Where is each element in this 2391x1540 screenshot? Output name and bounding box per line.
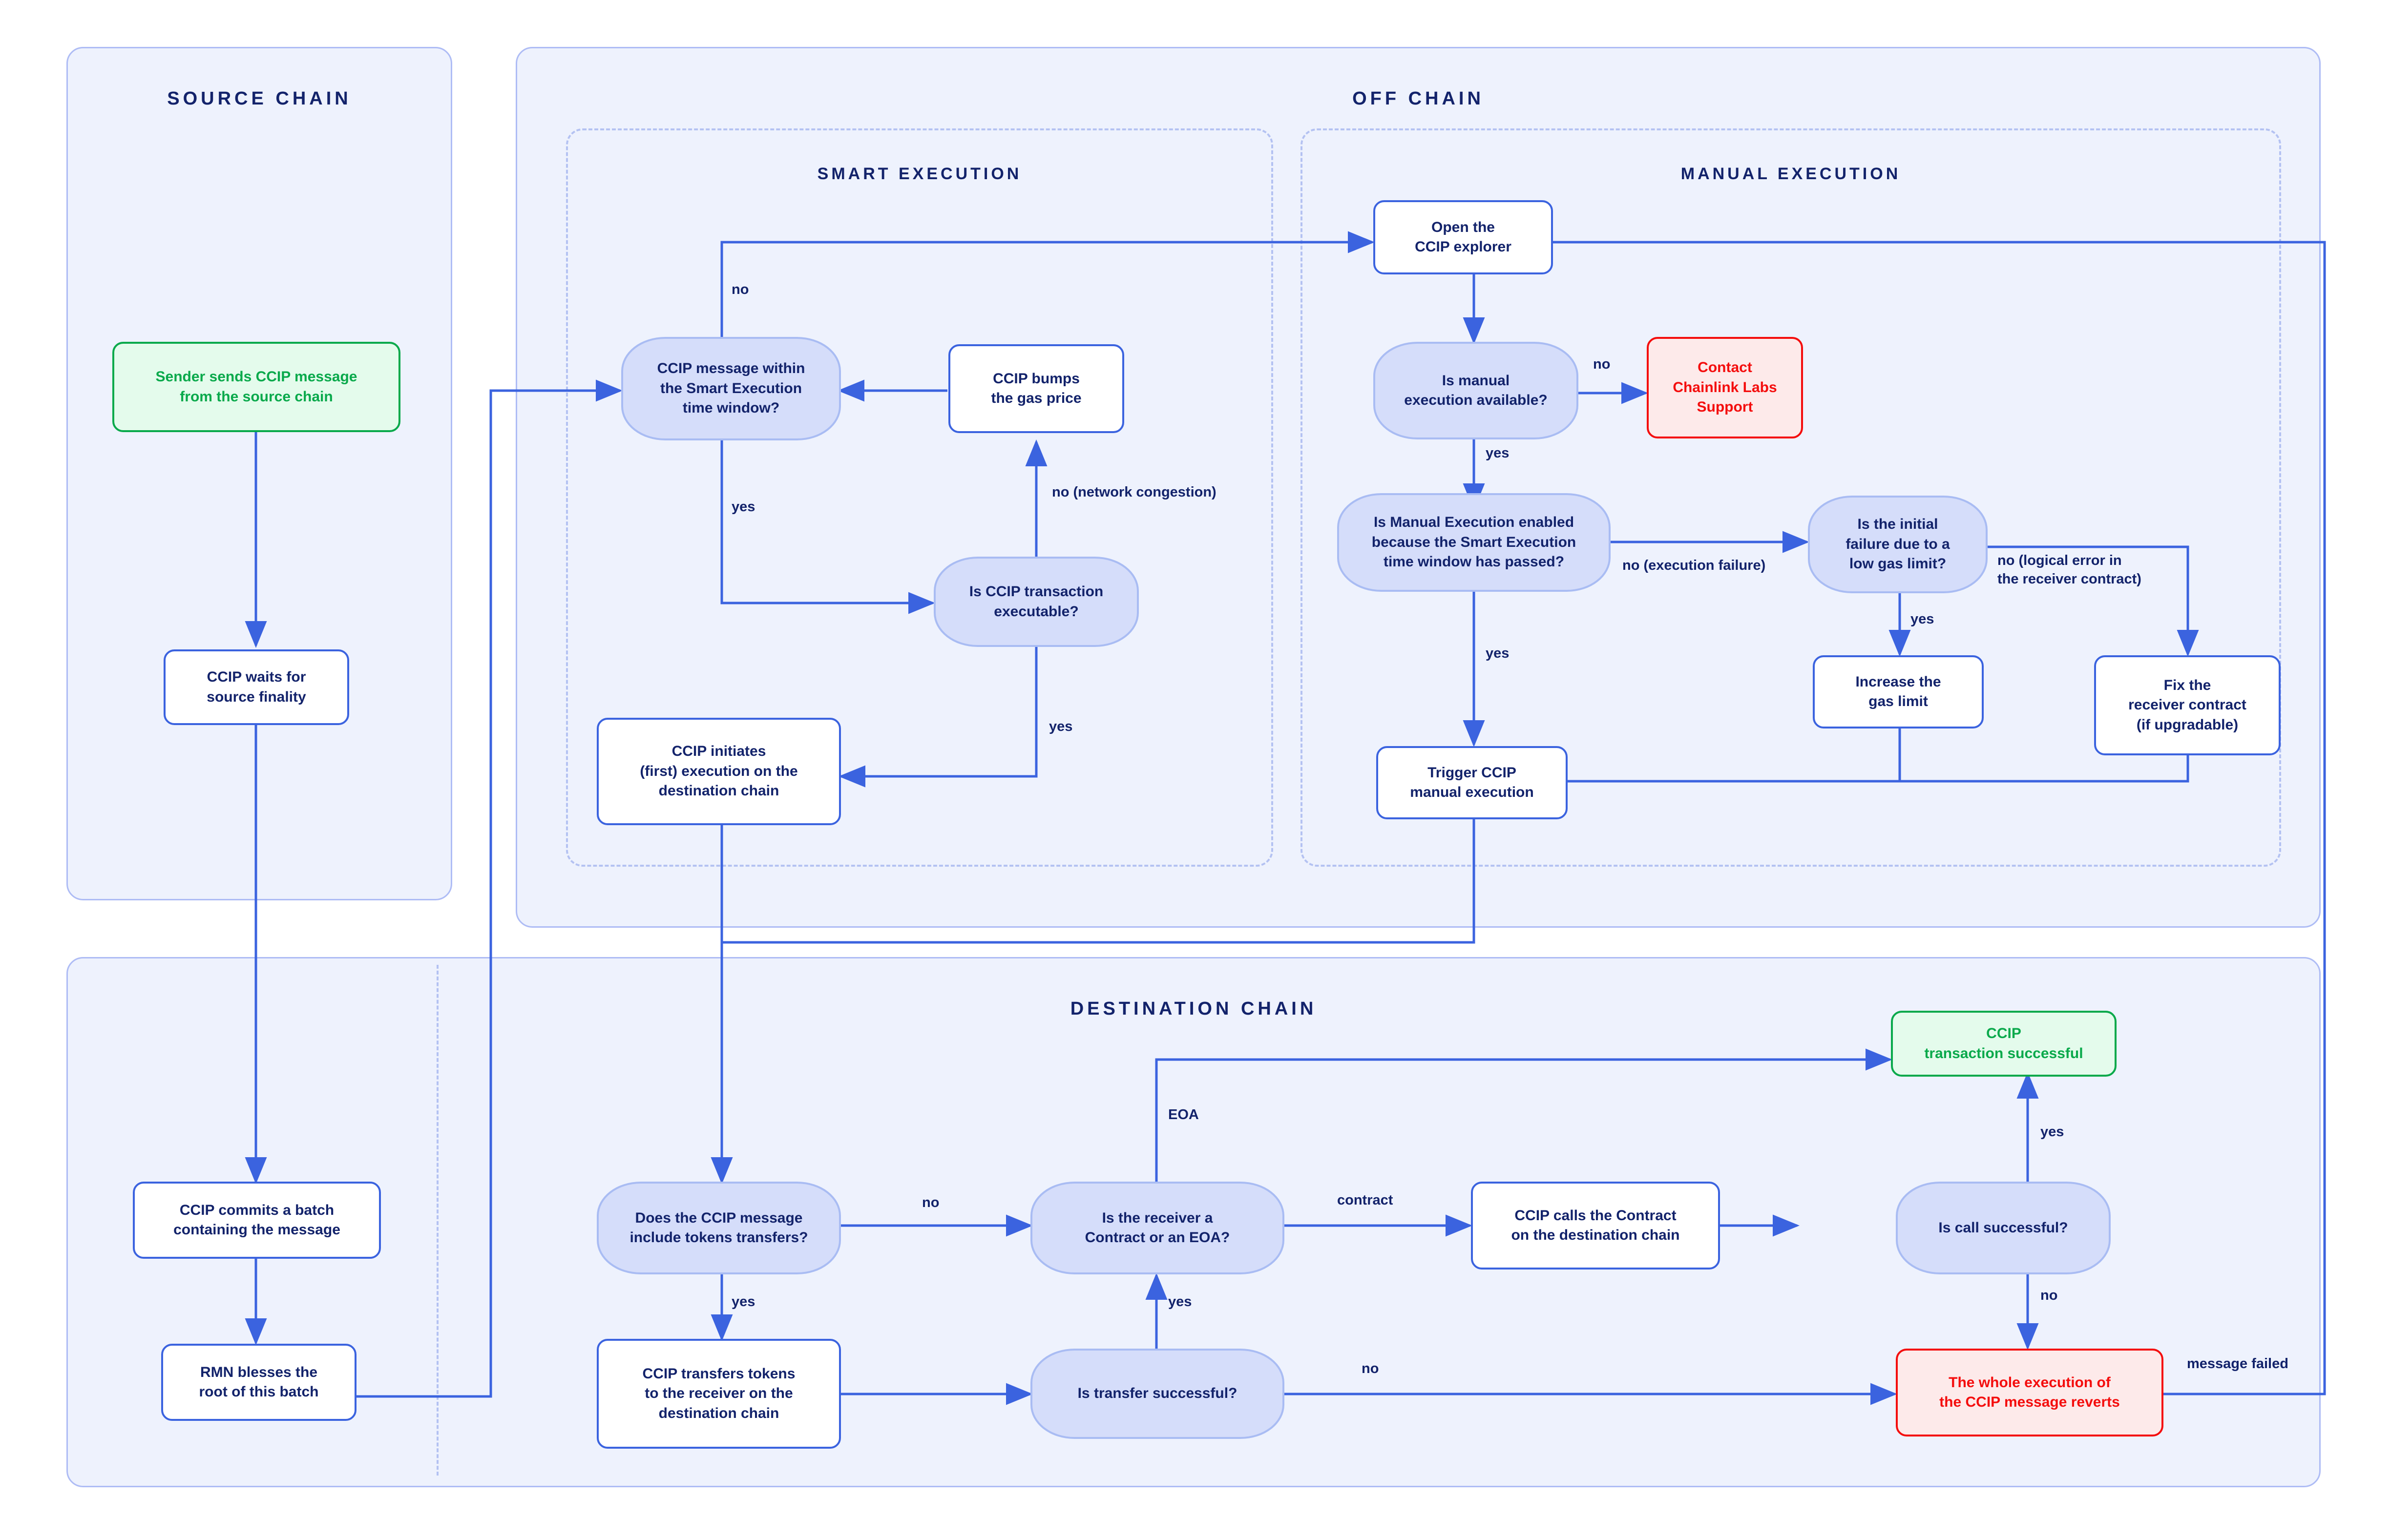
edge-label-message-failed: message failed — [2187, 1356, 2288, 1372]
lane-source-chain: SOURCE CHAIN — [66, 47, 452, 900]
edge-label-no-tokens: no — [922, 1195, 940, 1210]
node-rmn-blesses-root[interactable]: RMN blesses the root of this batch — [161, 1344, 357, 1421]
node-is-manual-execution-available[interactable]: Is manual execution available? — [1373, 342, 1578, 439]
edge-label-no-window: no — [732, 282, 749, 297]
lane-destination-chain-title: DESTINATION CHAIN — [1070, 999, 1317, 1019]
node-contact-chainlink-labs-support[interactable]: Contact Chainlink Labs Support — [1647, 337, 1803, 438]
edge-label-no-manual-available: no — [1593, 356, 1611, 372]
node-open-ccip-explorer[interactable]: Open the CCIP explorer — [1373, 200, 1553, 274]
node-ccip-commits-batch[interactable]: CCIP commits a batch containing the mess… — [133, 1182, 381, 1259]
node-ccip-initiates-execution[interactable]: CCIP initiates (first) execution on the … — [597, 718, 841, 825]
node-ccip-transfers-tokens[interactable]: CCIP transfers tokens to the receiver on… — [597, 1339, 841, 1449]
subzone-smart-execution: SMART EXECUTION — [566, 128, 1273, 867]
edge-label-contract: contract — [1337, 1192, 1393, 1208]
node-ccip-bumps-gas-price[interactable]: CCIP bumps the gas price — [948, 344, 1124, 433]
node-trigger-manual-execution[interactable]: Trigger CCIP manual execution — [1376, 746, 1568, 819]
edge-label-yes-transfer-successful: yes — [1168, 1294, 1192, 1310]
edge-label-no-transfer-successful: no — [1362, 1361, 1379, 1376]
node-fix-receiver-contract[interactable]: Fix the receiver contract (if upgradable… — [2094, 655, 2281, 755]
node-is-call-successful[interactable]: Is call successful? — [1896, 1182, 2111, 1274]
edge-label-yes-manual-available: yes — [1486, 445, 1510, 461]
subzone-smart-execution-title: SMART EXECUTION — [817, 165, 1022, 183]
edge-label-yes-tokens: yes — [732, 1294, 755, 1310]
node-is-receiver-contract-or-eoa[interactable]: Is the receiver a Contract or an EOA? — [1030, 1182, 1284, 1274]
edge-label-yes-window: yes — [732, 499, 755, 515]
node-ccip-transaction-successful[interactable]: CCIP transaction successful — [1891, 1011, 2117, 1077]
node-is-manual-execution-enabled[interactable]: Is Manual Execution enabled because the … — [1337, 493, 1611, 592]
edge-label-yes-manual-enabled: yes — [1486, 645, 1510, 661]
edge-label-no-logical-error: no (logical error in the receiver contra… — [1997, 553, 2141, 587]
node-is-transfer-successful[interactable]: Is transfer successful? — [1030, 1349, 1284, 1439]
node-increase-gas-limit[interactable]: Increase the gas limit — [1813, 655, 1984, 728]
node-ccip-waits-finality[interactable]: CCIP waits for source finality — [164, 649, 349, 725]
edge-label-no-network-congestion: no (network congestion) — [1052, 484, 1216, 500]
lane-source-chain-title: SOURCE CHAIN — [167, 88, 352, 109]
edge-label-no-execution-failure: no (execution failure) — [1622, 558, 1766, 573]
node-ccip-message-within-window[interactable]: CCIP message within the Smart Execution … — [621, 337, 841, 440]
subzone-manual-execution-title: MANUAL EXECUTION — [1680, 165, 1901, 183]
node-is-ccip-tx-executable[interactable]: Is CCIP transaction executable? — [934, 557, 1139, 647]
edge-label-yes-executable: yes — [1049, 719, 1073, 734]
edge-label-eoa: EOA — [1168, 1107, 1199, 1123]
edge-label-yes-low-gas-limit: yes — [1910, 611, 1934, 627]
lane-off-chain-title: OFF CHAIN — [1352, 88, 1484, 109]
edge-label-no-call-successful: no — [2040, 1288, 2058, 1303]
edge-label-yes-call-successful: yes — [2040, 1124, 2064, 1140]
node-is-initial-failure-low-gas[interactable]: Is the initial failure due to a low gas … — [1808, 496, 1988, 593]
subzone-manual-execution: MANUAL EXECUTION — [1300, 128, 2281, 867]
node-ccip-calls-contract[interactable]: CCIP calls the Contract on the destinati… — [1471, 1182, 1720, 1269]
node-does-message-include-tokens[interactable]: Does the CCIP message include tokens tra… — [597, 1182, 841, 1274]
node-sender-sends[interactable]: Sender sends CCIP message from the sourc… — [112, 342, 400, 432]
destination-lane-divider — [437, 965, 439, 1476]
node-whole-execution-reverts[interactable]: The whole execution of the CCIP message … — [1896, 1349, 2163, 1436]
